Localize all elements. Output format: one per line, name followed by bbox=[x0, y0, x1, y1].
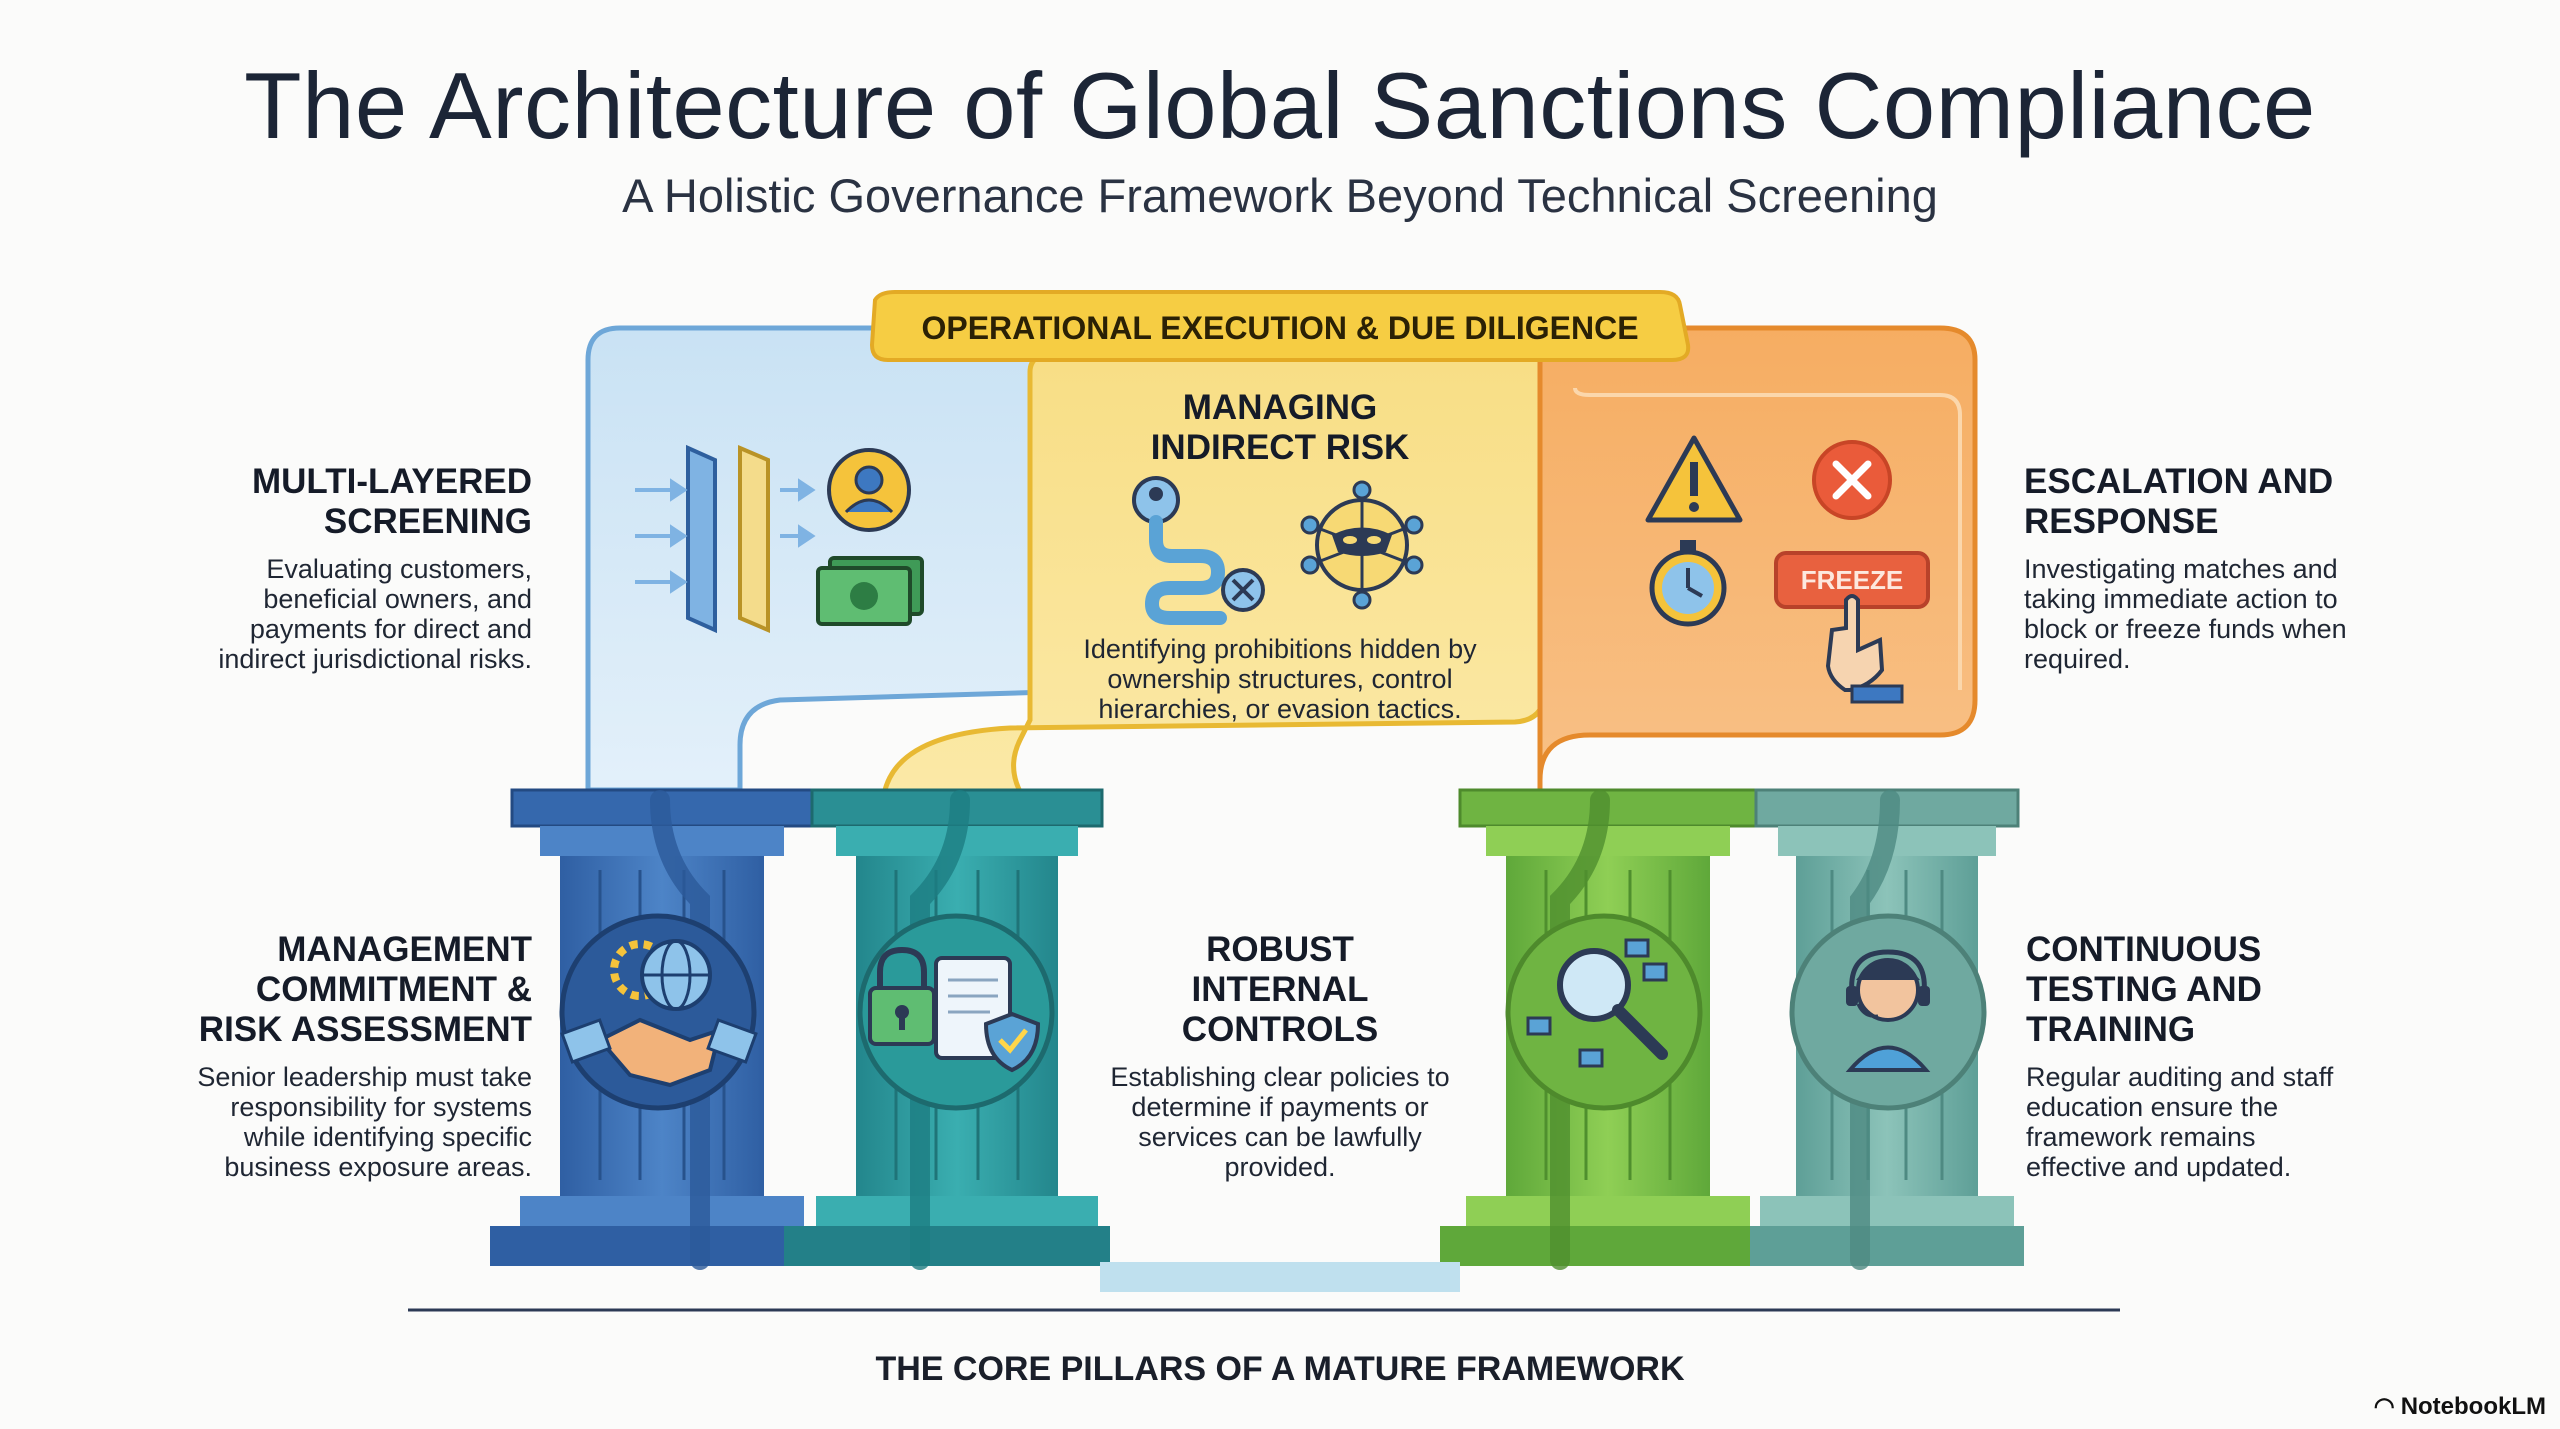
indirect-title: MANAGING INDIRECT RISK bbox=[1150, 388, 1410, 467]
operational-band-label: OPERATIONAL EXECUTION & DUE DILIGENCE bbox=[921, 310, 1639, 346]
cancel-icon bbox=[1812, 440, 1892, 520]
screening-title: MULTI-LAYERED SCREENING bbox=[252, 462, 532, 541]
controls-title: ROBUST INTERNAL CONTROLS bbox=[1181, 930, 1379, 1049]
screening-body: Evaluating customers, beneficial owners,… bbox=[218, 554, 532, 674]
masked-network-icon bbox=[1300, 480, 1424, 610]
core-pillars-label: THE CORE PILLARS OF A MATURE FRAMEWORK bbox=[875, 1350, 1685, 1388]
brand-mark: ◠NotebookLM bbox=[2374, 1392, 2546, 1421]
page-subtitle: A Holistic Governance Framework Beyond T… bbox=[622, 169, 1938, 222]
indirect-body: Identifying prohibitions hidden by owner… bbox=[1083, 634, 1477, 724]
testing-body: Regular auditing and staff education ens… bbox=[2026, 1062, 2334, 1182]
warning-icon bbox=[1645, 435, 1743, 523]
pillar-base bbox=[408, 1262, 2120, 1312]
money-icon bbox=[816, 556, 924, 626]
escalation-title: ESCALATION AND RESPONSE bbox=[2024, 462, 2334, 541]
user-icon bbox=[827, 448, 911, 532]
magnifier-flow-icon bbox=[1505, 913, 1703, 1111]
document-shield-icon bbox=[934, 956, 1041, 1073]
freeze-button[interactable]: FREEZE bbox=[1774, 551, 1930, 609]
controls-body: Establishing clear policies to determine… bbox=[1110, 1062, 1450, 1182]
testing-title: CONTINUOUS TESTING AND TRAINING bbox=[2026, 930, 2262, 1049]
operational-band bbox=[869, 290, 1691, 362]
pointing-hand-icon bbox=[1825, 594, 1904, 704]
brand-text: NotebookLM bbox=[2400, 1393, 2546, 1420]
notebooklm-icon: ◠ bbox=[2373, 1393, 2395, 1420]
handshake-icon bbox=[560, 1017, 758, 1088]
management-body: Senior leadership must take responsibili… bbox=[197, 1062, 532, 1182]
freeze-label: FREEZE bbox=[1801, 565, 1904, 595]
headset-agent-icon bbox=[1789, 913, 1987, 1111]
path-user-icon bbox=[1132, 476, 1265, 625]
escalation-body: Investigating matches and taking immedia… bbox=[2024, 554, 2347, 674]
management-title: MANAGEMENT COMMITMENT & RISK ASSESSMENT bbox=[198, 930, 532, 1049]
page-title: The Architecture of Global Sanctions Com… bbox=[244, 53, 2316, 158]
connector-ribbons bbox=[650, 790, 1900, 1270]
filter-layers-icon bbox=[635, 444, 816, 634]
stopwatch-icon bbox=[1649, 540, 1727, 627]
